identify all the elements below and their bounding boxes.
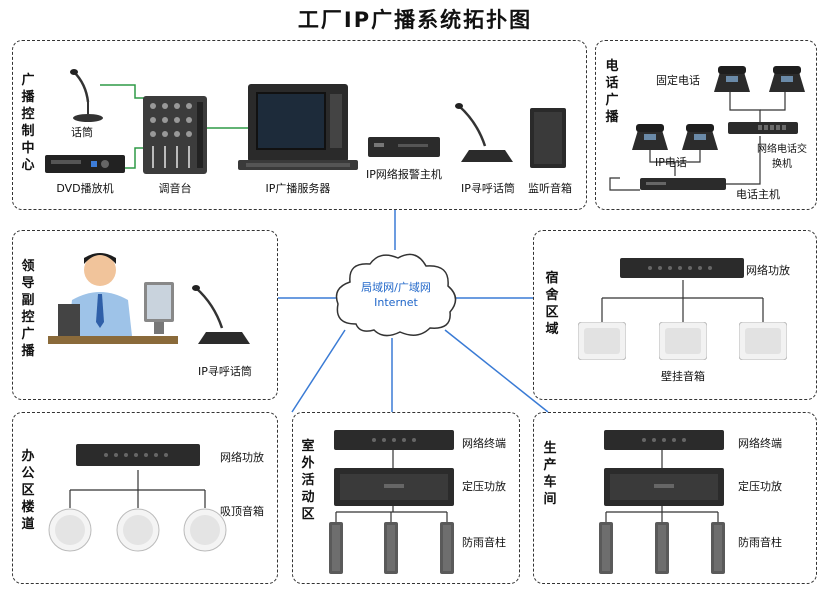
alarm-host-icon: [368, 137, 440, 157]
paging-label: IP寻呼话筒: [461, 182, 515, 195]
zone-production: [533, 412, 817, 584]
zone-label-leader: 领导副控广播: [21, 259, 35, 359]
ceiling-speaker-icon: [183, 508, 227, 552]
office-amp-icon: [76, 444, 200, 466]
alarm-label: IP网络报警主机: [366, 168, 442, 181]
paging-mic-icon: [455, 103, 513, 162]
outdoor-amp-icon: [334, 468, 454, 506]
office-amp-label: 网络功放: [220, 451, 264, 464]
monitor-label: 监听音箱: [528, 182, 572, 195]
production-amp-icon: [604, 468, 724, 506]
column-speaker-icon: [384, 522, 398, 574]
fixed-phone-icon: [769, 66, 805, 92]
wall-speaker-icon: [739, 322, 787, 360]
ceiling-speaker-icon: [48, 508, 92, 552]
mixer-icon: [143, 96, 207, 174]
outdoor-terminal-icon: [334, 430, 454, 450]
wall-speaker-icon: [578, 322, 626, 360]
ceiling-speaker-label: 吸顶音箱: [220, 505, 264, 518]
mixer-label: 调音台: [158, 182, 192, 195]
column-speaker-icon: [599, 522, 613, 574]
outdoor-terminal-label: 网络终端: [462, 437, 506, 450]
outdoor-amp-label: 定压功放: [462, 480, 506, 493]
phone-host-label: 电话主机: [736, 188, 780, 201]
phone-host-icon: [640, 178, 726, 190]
zone-label-dorm: 宿舍区域: [545, 271, 559, 337]
fixed-phone-icon: [714, 66, 750, 92]
dvd-player-icon: [45, 155, 125, 173]
network-label-line2: Internet: [374, 296, 418, 309]
switch-label: 网络电话交换机: [757, 144, 807, 170]
operator-icon: [48, 253, 178, 344]
ip-phone-icon: [682, 124, 718, 150]
ip-phone-icon: [632, 124, 668, 150]
zone-label-control: 广播控制中心: [21, 73, 35, 173]
wall-speaker-label: 壁挂音箱: [661, 370, 705, 383]
column-speaker-icon: [440, 522, 454, 574]
production-column-label: 防雨音柱: [738, 536, 782, 549]
column-speaker-icon: [655, 522, 669, 574]
zone-control-center: [12, 40, 587, 210]
dvd-label: DVD播放机: [56, 182, 114, 195]
mic-label: 话筒: [71, 126, 93, 139]
network-label-line1: 局域网/广域网: [361, 281, 431, 294]
column-speaker-icon: [329, 522, 343, 574]
zone-label-production: 生产车间: [543, 441, 557, 507]
production-terminal-label: 网络终端: [738, 437, 782, 450]
server-icon: [238, 84, 358, 170]
zone-label-outdoor: 室外活动区: [301, 439, 315, 522]
zone-outdoor: [292, 412, 520, 584]
dorm-amp-icon: [620, 258, 744, 278]
ip-phone-label: IP电话: [655, 156, 687, 169]
zone-label-phone: 电话广播: [605, 59, 619, 125]
zone-leader: [12, 230, 278, 400]
production-amp-label: 定压功放: [738, 480, 782, 493]
monitor-speaker-icon: [530, 108, 566, 168]
column-speaker-icon: [711, 522, 725, 574]
leader-paging-mic-icon: [192, 285, 250, 344]
zone-office: [12, 412, 278, 584]
server-label: IP广播服务器: [265, 182, 331, 195]
zone-phone: [595, 40, 817, 210]
dorm-amp-label: 网络功放: [746, 264, 790, 277]
ceiling-speaker-icon: [116, 508, 160, 552]
cloud-icon: [335, 253, 457, 337]
diagram-title: 工厂IP广播系统拓扑图: [297, 8, 533, 32]
leader-paging-label: IP寻呼话筒: [198, 365, 252, 378]
zone-label-office: 办公区楼道: [21, 449, 35, 532]
wall-speaker-icon: [659, 322, 707, 360]
mic-icon: [70, 69, 103, 122]
production-terminal-icon: [604, 430, 724, 450]
network-switch-icon: [728, 122, 798, 134]
zone-dorm: [533, 230, 817, 400]
outdoor-column-label: 防雨音柱: [462, 536, 506, 549]
fixed-phone-label: 固定电话: [656, 74, 700, 87]
